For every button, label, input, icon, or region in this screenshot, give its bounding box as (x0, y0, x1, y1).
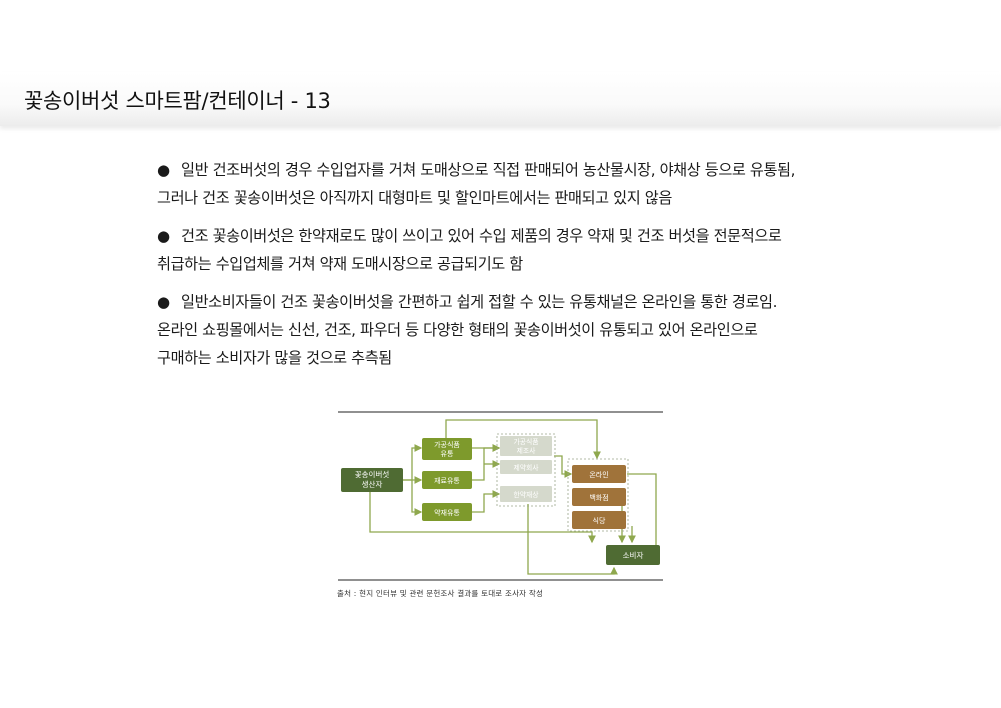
paragraph-3-line-1: ●일반소비자들이 건조 꽃송이버섯을 간편하고 쉽게 접할 수 있는 유통채널은… (157, 288, 917, 316)
paragraph-1-line-2: 그러나 건조 꽃송이버섯은 아직까지 대형마트 및 할인마트에서는 판매되고 있… (157, 189, 672, 207)
content-body: ●일반 건조버섯의 경우 수입업자를 거쳐 도매상으로 직접 판매되어 농산물시… (157, 156, 917, 382)
node-restaurant-label: 식당 (593, 516, 606, 525)
node-processed-food-label-2: 유통 (441, 450, 454, 458)
node-food-maker (500, 436, 552, 456)
node-producer-label-1: 꽃송이버섯 (355, 469, 390, 479)
paragraph-1-line-1: ●일반 건조버섯의 경우 수입업자를 거쳐 도매상으로 직접 판매되어 농산물시… (157, 156, 917, 184)
node-herbal-shop (500, 486, 552, 502)
bullet-icon: ● (157, 293, 170, 311)
paragraph-3-line-2: 온라인 쇼핑몰에서는 신선, 건조, 파우더 등 다양한 형태의 꽃송이버섯이 … (157, 321, 758, 339)
bullet-icon: ● (157, 227, 170, 245)
node-online-label: 온라인 (589, 470, 608, 479)
node-consumer (606, 545, 660, 565)
title-bar: 꽃송이버섯 스마트팜/컨테이너 - 13 (0, 72, 1001, 126)
arrow-producer-herbal (411, 480, 423, 516)
bullet-icon: ● (157, 161, 170, 179)
source-note: 출처 : 현지 인터뷰 및 관련 문헌조사 결과를 토대로 조사자 작성 (337, 589, 544, 598)
node-processed-food-label-1: 가공식품 (434, 440, 460, 449)
arrow-shop-consumer (527, 504, 618, 575)
arrow-processed-online (445, 419, 601, 460)
node-restaurant (572, 511, 626, 529)
node-food-maker-label-2: 제조사 (517, 446, 537, 455)
paragraph-2-line-1: ●건조 꽃송이버섯은 한약재로도 많이 쓰이고 있어 수입 제품의 경우 약재 … (157, 222, 917, 250)
node-herbal-material-label: 약재유통 (434, 508, 460, 517)
node-herbal-shop-label: 한약재상 (513, 490, 538, 499)
node-raw-material-label: 재료유통 (434, 477, 460, 485)
arrow-producer-processed (403, 444, 423, 481)
node-herbal-material (422, 503, 472, 521)
arrow-producer-consumer (369, 490, 596, 544)
paragraph-3: ●일반소비자들이 건조 꽃송이버섯을 간편하고 쉽게 접할 수 있는 유통채널은… (157, 288, 917, 372)
paragraph-3-line-3: 구매하는 소비자가 많을 것으로 추측됨 (157, 349, 392, 367)
node-department-store-label: 백화점 (589, 493, 608, 502)
paragraph-2: ●건조 꽃송이버섯은 한약재로도 많이 쓰이고 있어 수입 제품의 경우 약재 … (157, 222, 917, 278)
node-processed-food (422, 438, 472, 460)
distribution-diagram: 꽃송이버섯 생산자 가공식품 유통 재료유통 약재유통 가공식품 제조사 제약회… (338, 411, 663, 581)
node-consumer-label: 소비자 (623, 551, 644, 560)
node-raw-material (422, 471, 472, 489)
node-pharma-label: 제약회사 (513, 463, 539, 472)
retail-group-dashed (567, 458, 629, 532)
arrow-maker-retail (554, 455, 573, 478)
paragraph-1: ●일반 건조버섯의 경우 수입업자를 거쳐 도매상으로 직접 판매되어 농산물시… (157, 156, 917, 212)
node-producer-label-2: 생산자 (362, 479, 383, 489)
node-department-store (572, 488, 626, 506)
node-food-maker-label-1: 가공식품 (513, 437, 538, 446)
page-title: 꽃송이버섯 스마트팜/컨테이너 - 13 (24, 89, 331, 113)
paragraph-2-line-2: 취급하는 수입업체를 거쳐 약재 도매시장으로 공급되기도 함 (157, 255, 523, 273)
arrow-herbal-shop (472, 490, 501, 513)
node-producer (341, 468, 403, 492)
node-online (572, 465, 626, 483)
maker-group-dashed (496, 433, 556, 507)
node-pharma (500, 460, 552, 474)
